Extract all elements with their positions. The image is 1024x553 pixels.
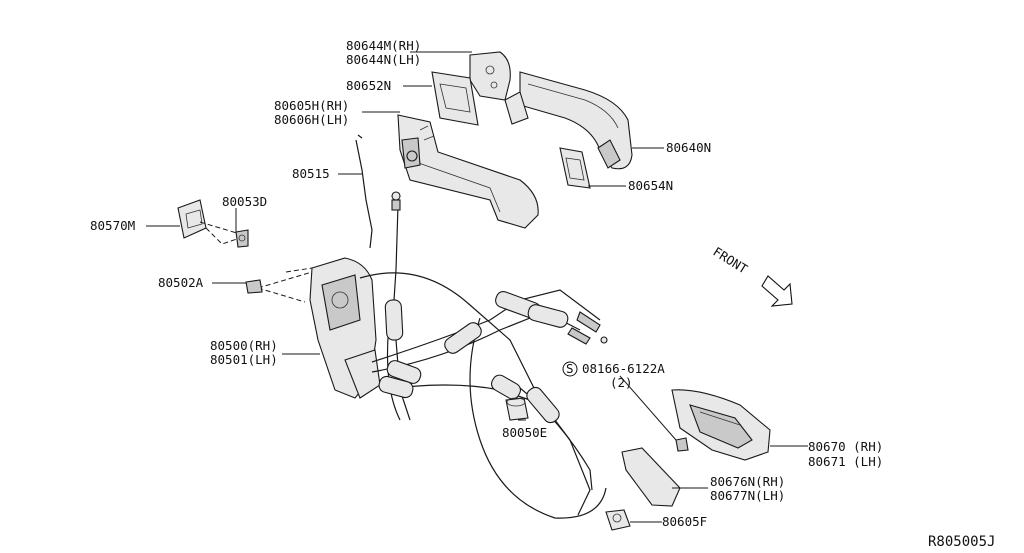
- front-label: FRONT: [710, 244, 750, 277]
- cable-sleeves: [378, 291, 569, 424]
- label-80644M: 80644M(RH): [346, 38, 421, 53]
- screw-08166-6122A: [675, 437, 689, 452]
- handle-gasket-80644M: [469, 51, 511, 101]
- label-80515: 80515: [292, 166, 330, 181]
- label-80677N: 80677N(LH): [710, 488, 785, 503]
- handle-bracket-80605H: [397, 114, 539, 229]
- striker-80570M: [177, 199, 241, 245]
- escutcheon-80652N: [431, 71, 479, 126]
- label-80502A: 80502A: [158, 275, 204, 290]
- outside-handle-80640N: [504, 71, 633, 170]
- clip-80050E: [505, 397, 529, 421]
- label-80652N: 80652N: [346, 78, 391, 93]
- label-80671: 80671 (LH): [808, 454, 883, 469]
- label-80500: 80500(RH): [210, 338, 278, 353]
- label-80606H: 80606H(LH): [274, 112, 349, 127]
- label-80050E: 80050E: [502, 425, 547, 440]
- clip-80605F: [605, 509, 631, 531]
- gasket-80654N: [559, 147, 591, 189]
- label-08166-6122A: 08166-6122A: [582, 361, 665, 376]
- label-80605H: 80605H(RH): [274, 98, 349, 113]
- door-lock-actuator-80500: [257, 257, 381, 399]
- label-80654N: 80654N: [628, 178, 673, 193]
- s-symbol-icon: S: [562, 361, 578, 377]
- cable-ends: [391, 191, 608, 345]
- label-80501: 80501(LH): [210, 352, 278, 367]
- label-80605F: 80605F: [662, 514, 707, 529]
- label-08166-qty: (2): [610, 375, 633, 390]
- front-arrow-icon: [761, 275, 793, 307]
- inside-handle-80670: [671, 389, 771, 461]
- label-80670: 80670 (RH): [808, 439, 883, 454]
- screw-80502A: [245, 279, 263, 294]
- leader-lines: [146, 51, 808, 523]
- s-symbol-text: S: [566, 361, 574, 376]
- label-80676N: 80676N(RH): [710, 474, 785, 489]
- rod-80515: [355, 134, 373, 249]
- label-80053D: 80053D: [222, 194, 267, 209]
- figure-id: R805005J: [928, 534, 995, 550]
- cover-80676N: [621, 447, 681, 507]
- label-80640N: 80640N: [666, 140, 711, 155]
- label-80644N: 80644N(LH): [346, 52, 421, 67]
- label-80570M: 80570M: [90, 218, 135, 233]
- bolt-80053D: [235, 229, 249, 248]
